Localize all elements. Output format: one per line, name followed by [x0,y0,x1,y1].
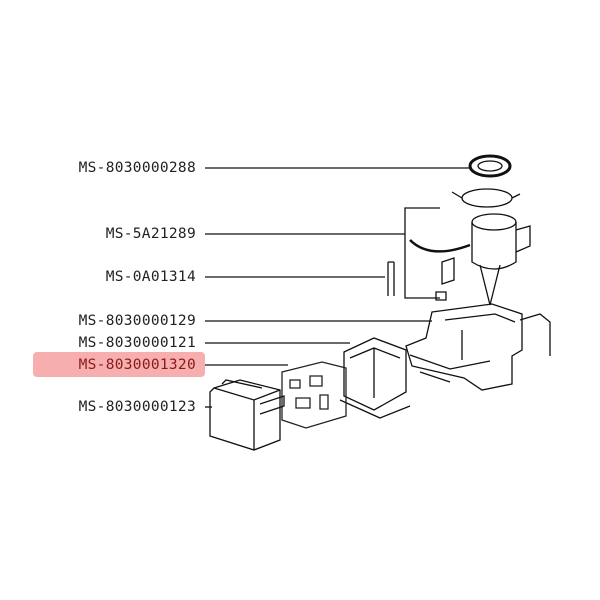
part-label-0A01314[interactable]: MS-0A01314 [105,269,196,285]
frame-base-part [405,303,551,391]
part-label-8030000123[interactable]: MS-8030000123 [78,399,196,415]
part-label-8030000288[interactable]: MS-8030000288 [78,160,196,176]
selected-part-highlight [33,352,205,377]
leader-lines [205,167,472,408]
small-fitting-part [387,257,455,301]
housing-cover-part [209,379,285,451]
pcb-part [281,361,347,429]
boiler-part [409,188,531,306]
part-label-8030001320[interactable]: MS-8030001320 [78,357,196,373]
seal-ring-part [468,154,512,178]
part-label-8030000129[interactable]: MS-8030000129 [78,313,196,329]
control-board-part [339,337,411,419]
part-label-5A21289[interactable]: MS-5A21289 [105,226,196,242]
part-label-8030000121[interactable]: MS-8030000121 [78,335,196,351]
